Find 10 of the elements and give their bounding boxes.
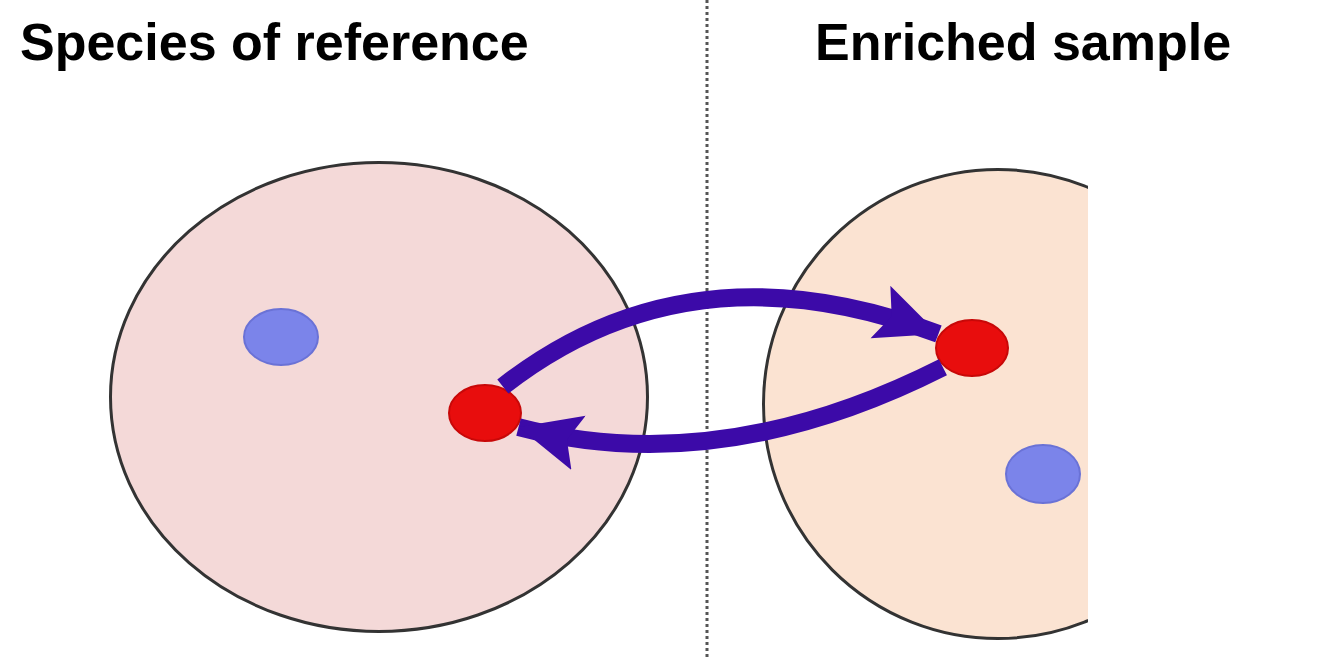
- curved-arrow: [516, 359, 947, 469]
- circle-region: [761, 167, 1088, 642]
- curved-arrow: [497, 287, 942, 394]
- dot: [447, 383, 523, 443]
- dot: [1004, 443, 1082, 505]
- dot: [242, 307, 320, 367]
- circle-region: [108, 160, 650, 634]
- heading: Enriched sample: [815, 12, 1232, 72]
- heading: Species of reference: [20, 12, 529, 72]
- dot: [934, 318, 1010, 378]
